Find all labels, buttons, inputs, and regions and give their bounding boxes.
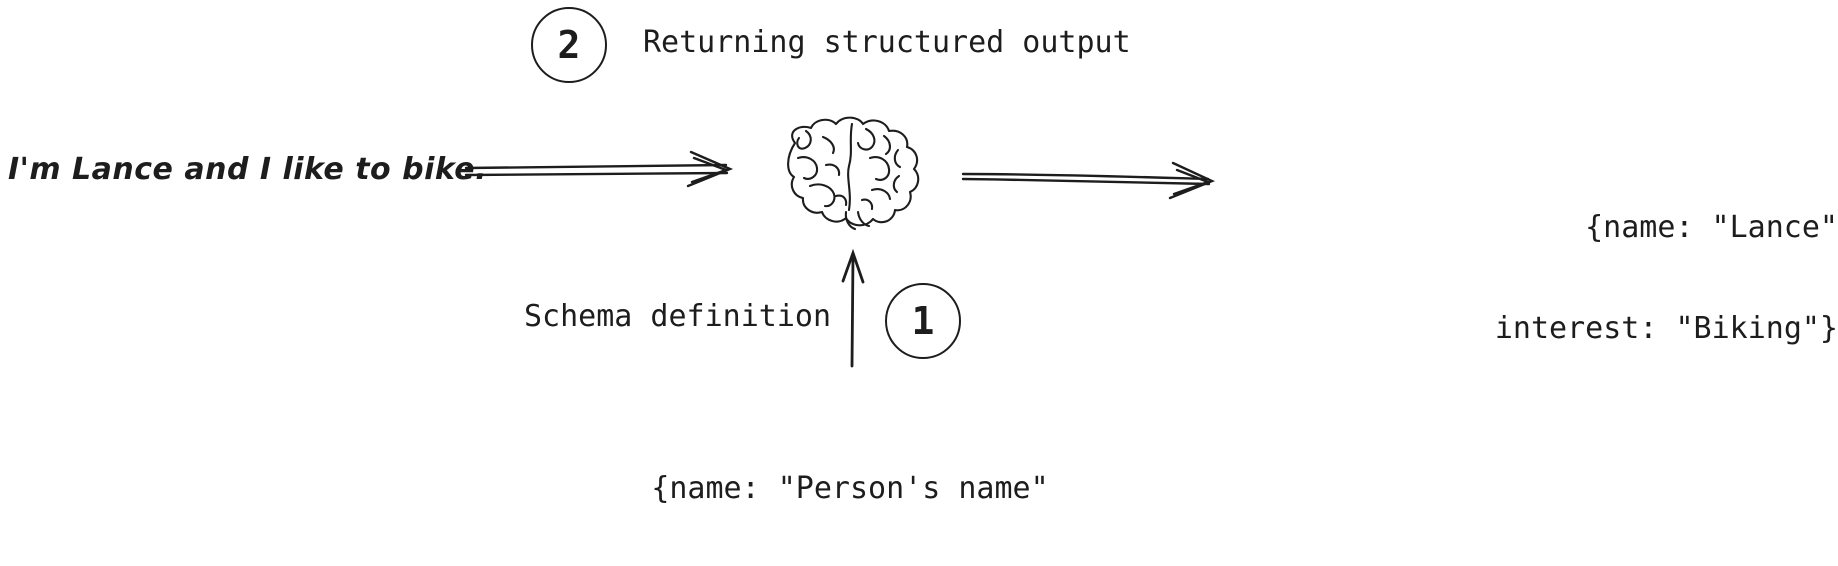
step-1-label: Schema definition bbox=[524, 299, 832, 334]
schema-json-block: {name: "Person's name" interest: "Person… bbox=[560, 405, 1140, 566]
step-2-number: 2 bbox=[557, 22, 581, 67]
brain-icon bbox=[787, 116, 920, 231]
step-1-badge: 1 bbox=[885, 283, 961, 359]
schema-to-model-arrow bbox=[841, 248, 865, 368]
schema-json-line-1: {name: "Person's name" bbox=[651, 471, 1049, 507]
step-1-number: 1 bbox=[911, 298, 935, 343]
model-to-output-arrow bbox=[961, 161, 1216, 200]
input-utterance-text: I'm Lance and I like to bike. bbox=[8, 152, 487, 187]
output-json-block: {name: "Lance" interest: "Biking"} bbox=[1495, 144, 1838, 413]
input-to-model-arrow bbox=[464, 150, 734, 188]
output-json-line-1: {name: "Lance" bbox=[1585, 210, 1838, 246]
output-json-line-2: interest: "Biking"} bbox=[1494, 310, 1838, 346]
step-2-label: Returning structured output bbox=[643, 25, 1131, 60]
step-2-badge: 2 bbox=[531, 7, 607, 83]
